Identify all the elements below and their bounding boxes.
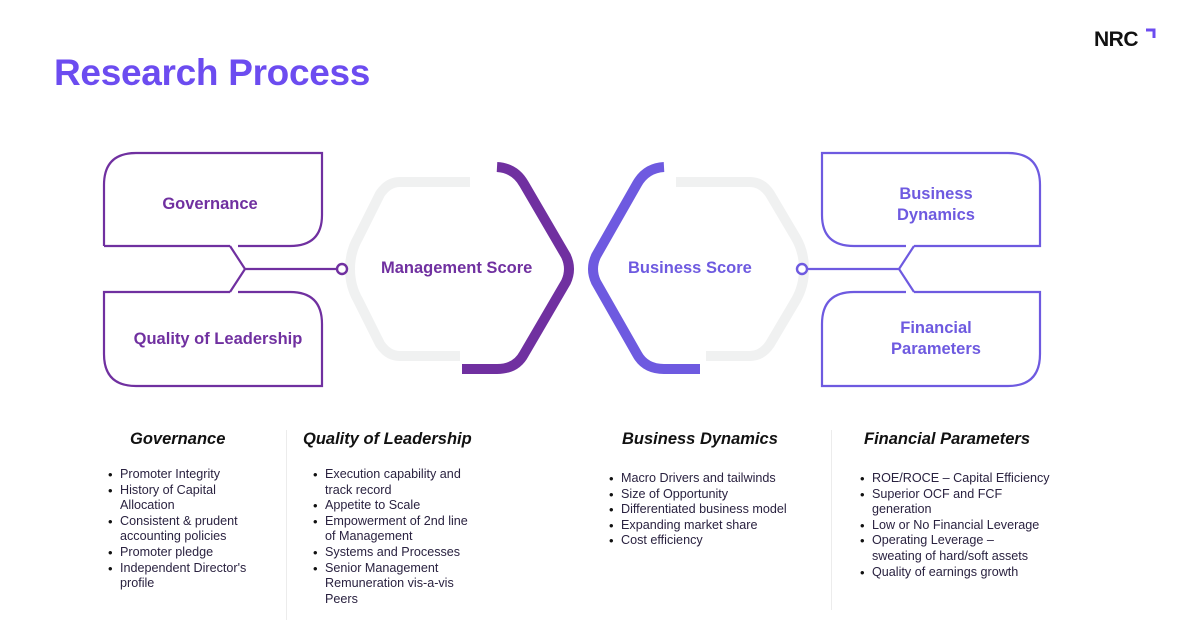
financial-parameters-box [820, 290, 1042, 388]
diagram-shapes [102, 151, 1042, 388]
list-item-line: Independent Director's [120, 560, 247, 575]
list-item-line: generation [872, 502, 932, 517]
list-item-line: Size of Opportunity [621, 486, 729, 501]
list-item-line: accounting policies [120, 529, 227, 544]
business-dynamics-label-line1: Business [899, 185, 973, 203]
list-item-line: Low or No Financial Leverage [872, 517, 1040, 532]
list-item-line: Remuneration vis-a-vis [325, 576, 454, 591]
business-dynamics-column: Business Dynamics Macro Drivers and tail… [607, 430, 837, 549]
business-score-label: Business Score [628, 259, 752, 277]
financial-parameters-list: ROE/ROCE – Capital EfficiencySuperior OC… [858, 471, 1088, 580]
list-item: Appetite to Scale [313, 498, 523, 514]
column-heading: Financial Parameters [864, 430, 1030, 448]
list-item-line: Execution capability and [325, 467, 461, 481]
management-bracket [462, 162, 574, 374]
list-item: Low or No Financial Leverage [860, 517, 1088, 534]
left-connector-node [335, 262, 349, 276]
list-item-line: Operating Leverage – [872, 533, 994, 548]
research-diagram: Governance Quality of Leadership Managem… [102, 151, 1042, 388]
list-item-line: sweating of hard/soft assets [872, 548, 1029, 563]
list-item: Size of Opportunity [609, 486, 837, 503]
list-item-line: Quality of earnings growth [872, 564, 1019, 579]
management-score-label: Management Score [381, 259, 533, 277]
financial-parameters-label: Financial Parameters [830, 318, 1042, 360]
list-item-line: of Management [325, 529, 413, 544]
list-item-line: Systems and Processes [325, 544, 461, 559]
column-heading: Business Dynamics [622, 430, 778, 448]
list-item: Cost efficiency [609, 533, 837, 549]
business-dynamics-list: Macro Drivers and tailwindsSize of Oppor… [607, 471, 837, 549]
column-heading: Quality of Leadership [303, 430, 472, 448]
detail-columns: Governance Promoter IntegrityHistory of … [0, 430, 1177, 626]
list-item-line: Allocation [120, 498, 175, 513]
list-item: Systems and Processes [313, 544, 523, 561]
list-item-line: ROE/ROCE – Capital Efficiency [872, 471, 1050, 485]
list-item-line: Expanding market share [621, 517, 758, 532]
governance-box [102, 151, 324, 248]
management-hexagon-outline [345, 177, 470, 361]
governance-list: Promoter IntegrityHistory of CapitalAllo… [106, 467, 286, 592]
governance-box-label: Governance [162, 195, 258, 213]
list-item: Expanding market share [609, 517, 837, 534]
governance-column: Governance Promoter IntegrityHistory of … [106, 430, 286, 592]
list-item-line: Appetite to Scale [325, 498, 421, 513]
quality-box-label: Quality of Leadership [133, 330, 303, 348]
list-item-line: Macro Drivers and tailwinds [621, 471, 776, 485]
corner-bracket-icon [1146, 28, 1156, 38]
list-item: Promoter pledge [108, 544, 286, 561]
quality-box [102, 290, 324, 388]
right-connector [808, 245, 915, 293]
business-dynamics-label: Business Dynamics [830, 184, 1042, 226]
list-item-line: Senior Management [325, 560, 439, 575]
financial-parameters-label-line2: Parameters [891, 340, 981, 358]
list-item-line: History of Capital [120, 482, 216, 497]
list-item-line: Peers [325, 591, 358, 606]
list-item-line: track record [325, 482, 392, 497]
quality-column: Quality of Leadership Execution capabili… [303, 430, 523, 607]
list-item: Macro Drivers and tailwinds [609, 471, 837, 487]
list-item-line: Promoter Integrity [120, 467, 221, 481]
list-item: ROE/ROCE – Capital Efficiency [860, 471, 1088, 487]
list-item: Quality of earnings growth [860, 564, 1088, 581]
left-connector [229, 245, 336, 293]
list-item-line: Differentiated business model [621, 502, 787, 517]
logo-text: NRC [1094, 28, 1139, 51]
list-item-line: Superior OCF and FCF [872, 486, 1003, 501]
business-bracket [588, 162, 700, 374]
list-item: Operating Leverage –sweating of hard/sof… [860, 533, 1088, 564]
list-item: Differentiated business model [609, 502, 837, 518]
list-item-line: Cost efficiency [621, 533, 703, 548]
list-item-line: Empowerment of 2nd line [325, 513, 468, 528]
list-item: Promoter Integrity [108, 467, 286, 483]
right-connector-node [795, 262, 809, 276]
column-heading: Governance [130, 430, 226, 448]
nrc-logo: NRC [1094, 26, 1158, 56]
business-dynamics-label-line2: Dynamics [897, 206, 975, 224]
page-title: Research Process [54, 52, 371, 93]
business-dynamics-box [820, 151, 1042, 248]
column-divider [286, 430, 287, 620]
financial-parameters-column: Financial Parameters ROE/ROCE – Capital … [858, 430, 1088, 580]
financial-parameters-label-line1: Financial [900, 319, 972, 337]
list-item-line: Promoter pledge [120, 544, 214, 559]
list-item-line: Consistent & prudent [120, 513, 238, 528]
list-item-line: profile [120, 576, 155, 591]
